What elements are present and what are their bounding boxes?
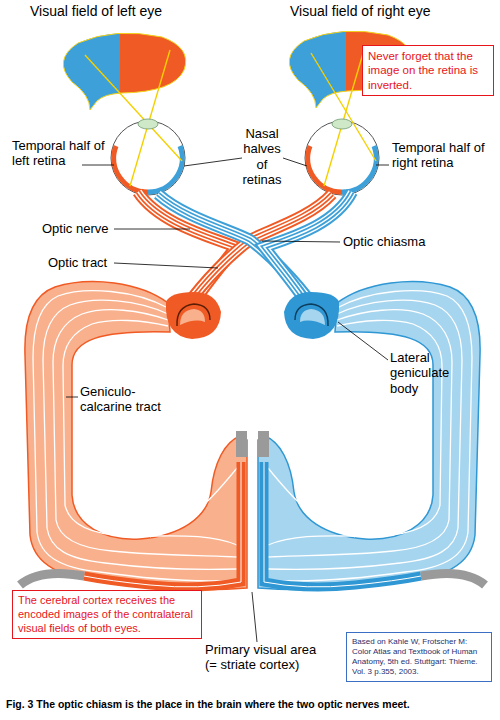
- field-right-half: [120, 33, 186, 110]
- note-box: Never forget that the image on the retin…: [362, 45, 494, 96]
- right-geniculate-body: [284, 292, 339, 339]
- part-label: Primary visual area (= striate cortex): [205, 642, 317, 673]
- part-label: Optic nerve: [42, 221, 132, 236]
- fiber-bundle: [264, 192, 352, 305]
- lateral-cortex: [421, 573, 485, 585]
- leader-line: [114, 229, 190, 230]
- nasal-retina: [148, 146, 182, 192]
- leader-line: [338, 322, 388, 360]
- fiber-bundle: [264, 192, 352, 305]
- radiation-fiber: [43, 300, 237, 569]
- fiber-stripe: [264, 192, 352, 305]
- leader-line: [376, 165, 389, 166]
- striate-line: [264, 462, 421, 587]
- light-ray: [130, 50, 170, 186]
- citation-box: Based on Kahle W, Frotscher M: Color Atl…: [346, 632, 492, 682]
- leader-line: [114, 263, 218, 268]
- geniculate-outer: [284, 292, 339, 339]
- note-box: The cerebral cortex receives the encoded…: [12, 590, 202, 639]
- eyeball: [111, 121, 185, 195]
- leader-line: [283, 158, 307, 166]
- geniculate-inner: [300, 309, 325, 325]
- radiation-fiber: [63, 320, 237, 545]
- left-geniculate-body: [166, 292, 221, 339]
- fiber-stripe: [264, 192, 352, 305]
- figure-caption: Fig. 3 The optic chiasm is the place in …: [6, 698, 498, 711]
- lateral-cortex: [20, 573, 84, 585]
- right-hemisphere: [258, 282, 485, 590]
- leader-lines: [66, 158, 389, 642]
- part-label: Lateral geniculate body: [390, 350, 470, 396]
- part-label: Temporal half of left retina: [12, 138, 116, 169]
- striate-cortex: [264, 462, 421, 587]
- cortex-cap: [236, 431, 247, 457]
- box-text: The cerebral cortex receives the encoded…: [18, 594, 196, 635]
- leader-line: [252, 592, 257, 642]
- leader-line: [262, 241, 340, 242]
- striate-line: [84, 462, 241, 587]
- leader-line: [82, 165, 114, 166]
- radiation-fiber: [268, 468, 355, 537]
- geniculate-inner: [180, 309, 205, 325]
- box-text: Never forget that the image on the retin…: [368, 49, 488, 92]
- striate-cortex: [84, 462, 241, 587]
- geniculate-outer: [166, 292, 221, 339]
- radiation-fiber: [268, 300, 462, 569]
- part-label: Temporal half of right retina: [392, 140, 496, 171]
- geniculo-calcarine-band: [25, 282, 247, 590]
- part-label: Visual field of left eye: [30, 3, 220, 20]
- left-hemisphere: [20, 282, 247, 590]
- light-ray: [324, 50, 364, 186]
- radiation-fiber: [53, 310, 237, 557]
- left-eye: [85, 50, 185, 195]
- geniculo-calcarine-band: [258, 282, 480, 590]
- part-label: Optic tract: [48, 255, 138, 270]
- field-left-half: [63, 33, 120, 110]
- radiation-fiber: [267, 291, 472, 581]
- lens: [138, 119, 158, 129]
- box-text: Based on Kahle W, Frotscher M: Color Atl…: [352, 637, 486, 677]
- lens: [332, 119, 352, 129]
- cortex-cap: [258, 431, 269, 457]
- geniculate-curl: [295, 304, 328, 326]
- part-label: Optic chiasma: [343, 234, 463, 249]
- radiation-fiber: [33, 291, 238, 581]
- part-label: Geniculo-calcarine tract: [80, 384, 180, 415]
- blue-fibers: [158, 192, 352, 305]
- geniculate-curl: [177, 304, 210, 326]
- leader-line: [66, 397, 78, 398]
- part-label: Visual field of right eye: [290, 3, 490, 20]
- radiation-fiber: [150, 468, 237, 537]
- leader-line: [184, 158, 242, 166]
- part-label: Nasal halves of retinas: [236, 126, 288, 187]
- radiation-fiber: [268, 310, 452, 557]
- eyeball: [305, 121, 379, 195]
